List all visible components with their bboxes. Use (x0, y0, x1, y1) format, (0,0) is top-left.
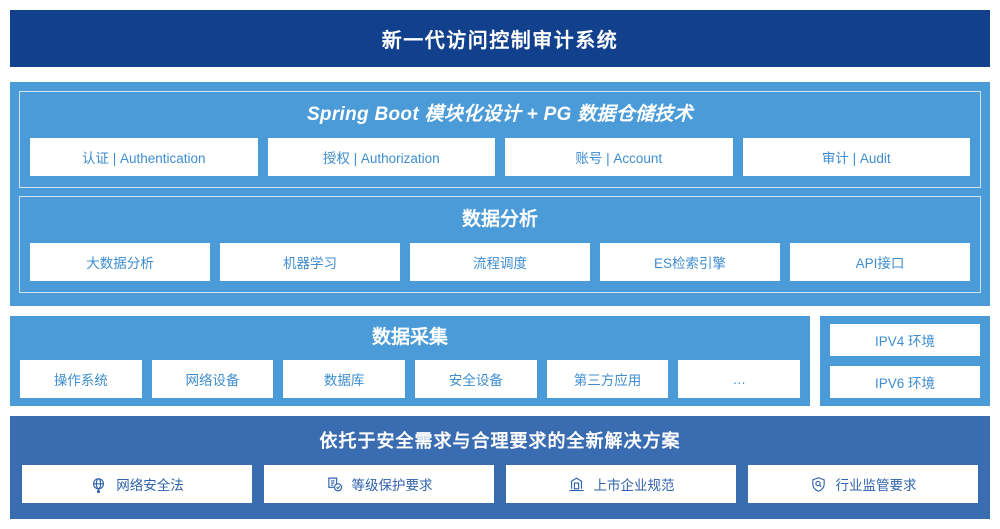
page-title: 新一代访问控制审计系统 (381, 30, 619, 52)
source-database[interactable]: 数据库 (283, 360, 406, 398)
globe-icon (90, 476, 107, 493)
module-api-interface[interactable]: API接口 (790, 243, 970, 281)
solution-title: 依托于安全需求与合理要求的全新解决方案 (319, 431, 681, 451)
solution-item-listed-company-standard[interactable]: 上市企业规范 (506, 465, 736, 503)
platform-panel: Spring Boot 模块化设计 + PG 数据仓储技术 认证 | Authe… (10, 82, 990, 306)
platform-title: Spring Boot 模块化设计 + PG 数据仓储技术 (306, 104, 694, 125)
solution-item-row: 网络安全法 等级保护要求 (22, 465, 978, 503)
solution-item-label: 网络安全法 (116, 478, 184, 493)
source-security-device[interactable]: 安全设备 (415, 360, 537, 398)
source-network-device[interactable]: 网络设备 (151, 360, 274, 398)
collection-module-row: 操作系统 网络设备 数据库 安全设备 第三方应用 … (20, 360, 801, 398)
analysis-module-row: 大数据分析 机器学习 流程调度 ES检索引擎 API接口 (30, 243, 970, 281)
module-machine-learning[interactable]: 机器学习 (220, 243, 400, 281)
environment-panel: IPV4 环境 IPV6 环境 (820, 316, 990, 406)
platform-module-row: 认证 | Authentication 授权 | Authorization 账… (30, 138, 970, 176)
module-process-scheduling[interactable]: 流程调度 (410, 243, 590, 281)
bank-building-icon (568, 476, 585, 493)
analysis-title: 数据分析 (461, 209, 538, 230)
environment-ipv4[interactable]: IPV4 环境 (830, 324, 980, 356)
shield-search-icon (810, 476, 827, 493)
solution-item-classified-protection[interactable]: 等级保护要求 (264, 465, 494, 503)
module-authorization[interactable]: 授权 | Authorization (267, 138, 495, 176)
collection-title: 数据采集 (371, 327, 448, 348)
environment-ipv6[interactable]: IPV6 环境 (830, 366, 980, 398)
module-es-search-engine[interactable]: ES检索引擎 (600, 243, 780, 281)
module-authentication[interactable]: 认证 | Authentication (30, 138, 258, 176)
solution-panel: 依托于安全需求与合理要求的全新解决方案 网络安全法 (10, 416, 990, 519)
collection-panel: 数据采集 操作系统 网络设备 数据库 安全设备 第三方应用 … (10, 316, 810, 406)
solution-item-cybersecurity-law[interactable]: 网络安全法 (22, 465, 252, 503)
platform-subpanel: Spring Boot 模块化设计 + PG 数据仓储技术 认证 | Authe… (19, 91, 981, 188)
module-account[interactable]: 账号 | Account (505, 138, 733, 176)
solution-item-label: 上市企业规范 (593, 478, 675, 493)
source-more[interactable]: … (678, 360, 801, 398)
header-banner: 新一代访问控制审计系统 (10, 10, 990, 67)
analysis-subpanel: 数据分析 大数据分析 机器学习 流程调度 ES检索引擎 API接口 (19, 196, 981, 293)
document-check-icon (326, 476, 343, 493)
solution-item-industry-supervision[interactable]: 行业监管要求 (748, 465, 978, 503)
collection-row: 数据采集 操作系统 网络设备 数据库 安全设备 第三方应用 … IPV4 环境 … (10, 316, 990, 406)
source-operating-system[interactable]: 操作系统 (20, 360, 142, 398)
solution-item-label: 等级保护要求 (351, 478, 433, 493)
module-audit[interactable]: 审计 | Audit (742, 138, 970, 176)
solution-item-label: 行业监管要求 (835, 478, 917, 493)
module-big-data-analysis[interactable]: 大数据分析 (30, 243, 210, 281)
source-third-party-app[interactable]: 第三方应用 (546, 360, 669, 398)
